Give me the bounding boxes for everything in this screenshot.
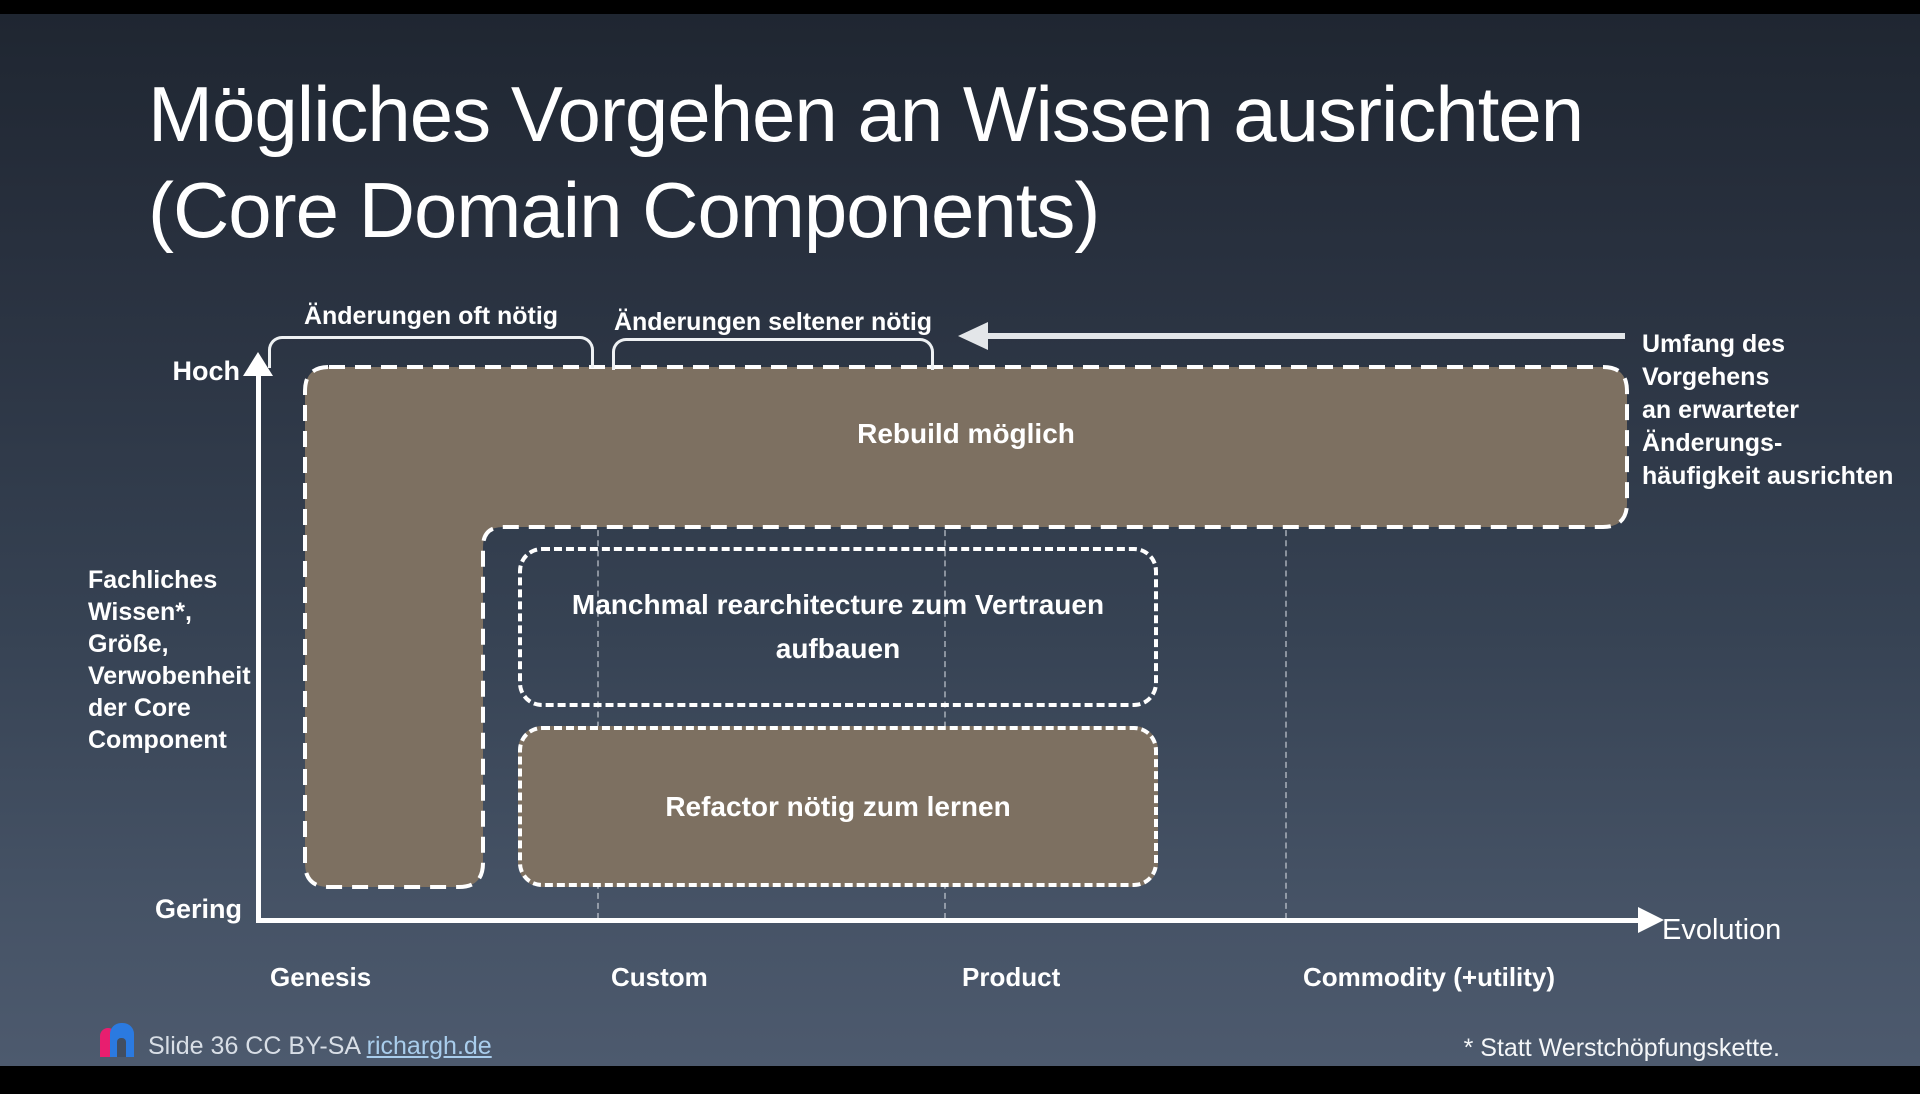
title-line-2: (Core Domain Components) <box>148 166 1100 254</box>
richargh-logo <box>100 1023 138 1057</box>
footnote: * Statt Werstchöpfungskette. <box>1463 1034 1780 1062</box>
page-title: Mögliches Vorgehen an Wissen ausrichten(… <box>148 66 1848 258</box>
y-axis-high-label: Hoch <box>172 356 241 386</box>
credit-text: Slide 36 CC BY-SA <box>148 1032 367 1060</box>
rebuild-region-label: Rebuild möglich <box>857 418 1075 449</box>
stage-label-product: Product <box>962 962 1061 992</box>
richargh-link[interactable]: richargh.de <box>366 1032 492 1060</box>
slide-credit: Slide 36 CC BY-SA richargh.de <box>148 1032 492 1061</box>
stage-separator-3 <box>1285 369 1287 919</box>
bracket-right-label: Änderungen seltener nötig <box>613 308 933 336</box>
bracket-left-label: Änderungen oft nötig <box>303 302 559 330</box>
slide-canvas: Mögliches Vorgehen an Wissen ausrichten(… <box>0 14 1920 1066</box>
scope-arrow-left-arrowhead-icon <box>958 322 988 350</box>
bracket-left <box>268 336 594 368</box>
y-axis-line <box>256 374 261 922</box>
refactor-box-label: Refactor nötig zum lernen <box>665 790 1011 822</box>
scope-arrow-line <box>986 333 1625 339</box>
y-axis-low-label: Gering <box>154 894 242 924</box>
x-axis-title: Evolution <box>1662 914 1782 946</box>
logo-arch-notch <box>117 1038 126 1057</box>
title-line-1: Mögliches Vorgehen an Wissen ausrichten <box>148 70 1584 158</box>
stage-label-genesis: Genesis <box>270 962 372 992</box>
x-axis-arrowhead-icon <box>1638 907 1664 933</box>
stage-label-custom: Custom <box>611 962 708 992</box>
x-axis-line <box>256 918 1640 923</box>
refactor-box: Refactor nötig zum lernen <box>518 726 1158 887</box>
stage-label-commodity: Commodity (+utility) <box>1303 962 1556 992</box>
bracket-right <box>612 338 934 370</box>
